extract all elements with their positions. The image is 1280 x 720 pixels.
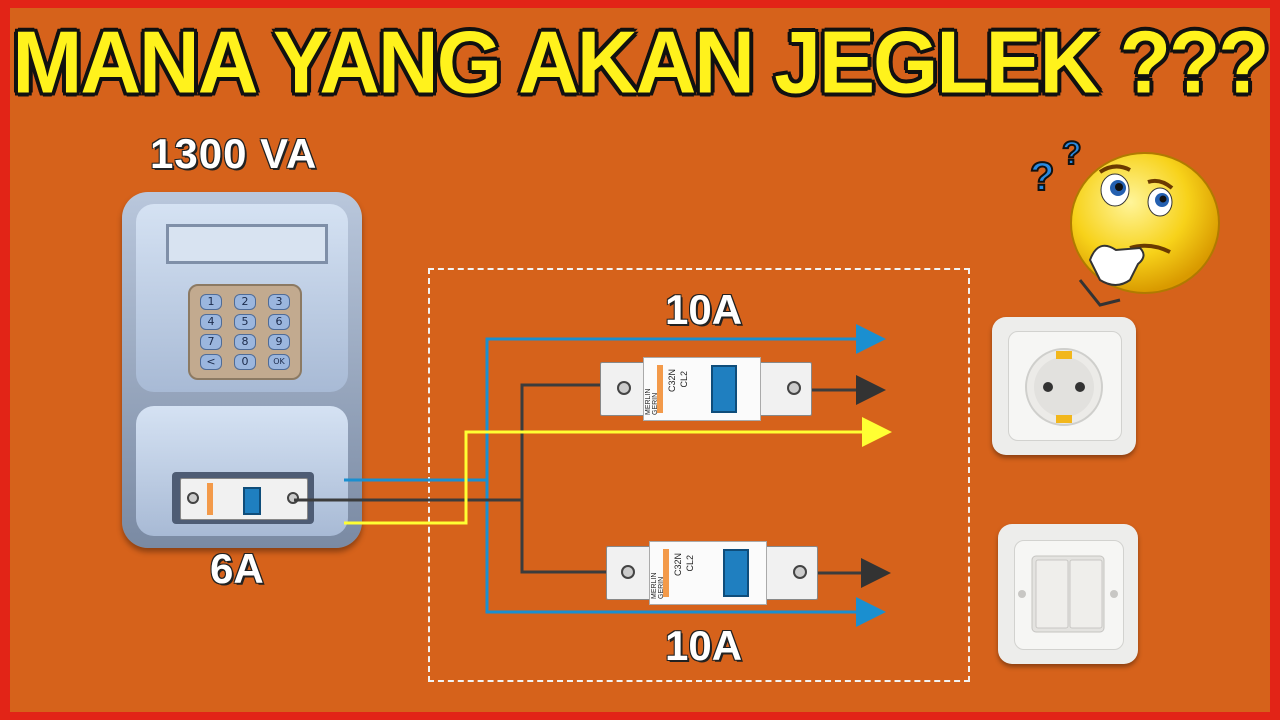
page-title: MANA YANG AKAN JEGLEK ???	[12, 12, 1269, 112]
breaker-brand-text: MERLIN GERIN	[645, 388, 659, 415]
breaker-curve-text: CL2	[679, 371, 689, 388]
top-breaker: MERLIN GERIN C32N CL2	[600, 357, 812, 421]
breaker-screw	[621, 565, 635, 579]
meter-upper-panel: 1 2 3 4 5 6 7 8 9 < 0 OK	[136, 204, 348, 392]
breaker-toggle	[723, 549, 749, 597]
key-6: 6	[268, 314, 290, 330]
key-0: 0	[234, 354, 256, 370]
breaker-toggle	[243, 487, 261, 515]
bottom-breaker-label: 10A	[665, 622, 743, 669]
ground-wire	[344, 417, 892, 525]
key-ok: OK	[268, 354, 290, 370]
meter-lower-panel	[136, 406, 348, 536]
socket-face-icon	[1025, 348, 1103, 426]
kwh-meter: 1 2 3 4 5 6 7 8 9 < 0 OK	[122, 192, 362, 548]
breaker-screw	[787, 381, 801, 395]
key-3: 3	[268, 294, 290, 310]
meter-lcd-display	[166, 224, 328, 264]
key-5: 5	[234, 314, 256, 330]
key-2: 2	[234, 294, 256, 310]
top-breaker-label: 10A	[665, 286, 743, 333]
switch-rocker-icon	[1018, 555, 1118, 633]
breaker-screw	[617, 381, 631, 395]
phase-wire-bottom	[485, 480, 886, 627]
svg-text:?: ?	[1062, 135, 1082, 171]
distribution-boundary	[428, 268, 970, 682]
breaker-brand-text: MERLIN GERIN	[651, 572, 665, 599]
key-4: 4	[200, 314, 222, 330]
breaker-screw	[187, 492, 199, 504]
main-breaker-label: 6A	[210, 545, 264, 592]
bottom-breaker: MERLIN GERIN C32N CL2	[606, 541, 818, 605]
breaker-model-text: C32N	[667, 369, 677, 393]
key-9: 9	[268, 334, 290, 350]
light-switch-icon	[998, 524, 1138, 664]
breaker-label-strip	[207, 483, 213, 515]
main-breaker	[180, 478, 308, 520]
key-8: 8	[234, 334, 256, 350]
breaker-label-strip	[663, 549, 669, 597]
breaker-curve-text: CL2	[685, 555, 695, 572]
meter-rating-label: 1300 VA	[150, 130, 318, 177]
breaker-screw	[793, 565, 807, 579]
meter-keypad: 1 2 3 4 5 6 7 8 9 < 0 OK	[188, 284, 302, 380]
key-1: 1	[200, 294, 222, 310]
breaker-label-strip	[657, 365, 663, 413]
key-back: <	[200, 354, 222, 370]
wall-socket-icon	[992, 317, 1136, 455]
meter-breaker-slot	[172, 472, 314, 524]
breaker-toggle	[711, 365, 737, 413]
breaker-model-text: C32N	[673, 553, 683, 577]
key-7: 7	[200, 334, 222, 350]
load-wire-to-bottom-breaker	[520, 500, 618, 574]
svg-text:?: ?	[1030, 155, 1054, 199]
load-wire-to-top-breaker	[520, 383, 612, 500]
thinking-emoji-icon: ? ?	[1029, 134, 1220, 307]
